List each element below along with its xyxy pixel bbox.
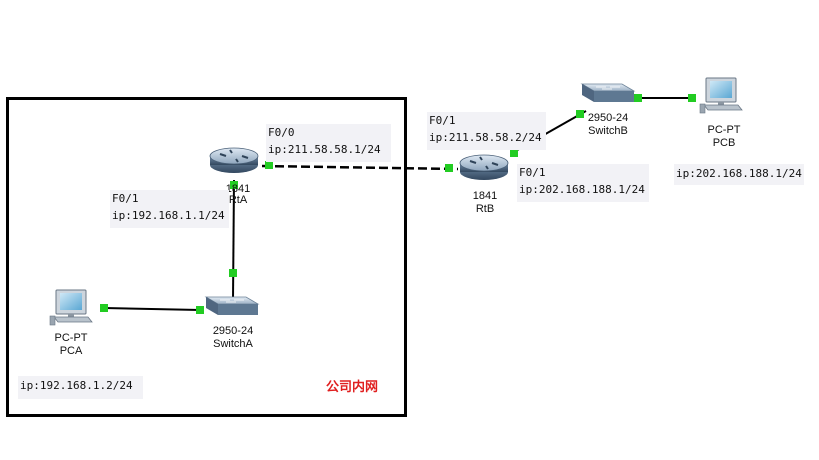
rtb-model: 1841 <box>472 190 498 202</box>
rtb-name: RtB <box>475 203 495 215</box>
status-light <box>196 306 204 314</box>
rtb-f01a-ip: ip:211.58.58.2/24 <box>429 131 542 144</box>
rtb-label: 1841 RtB <box>462 190 508 216</box>
link-rta-rtb <box>261 164 459 171</box>
pca-model: PC-PT <box>54 332 88 344</box>
pca-ip: ip:192.168.1.2/24 <box>18 376 143 399</box>
rtb-f01b-if: F0/1 <box>519 166 546 179</box>
status-light <box>634 94 642 102</box>
link-status-lights <box>100 94 696 314</box>
intranet-boundary <box>6 97 407 417</box>
rta-f00-if: F0/0 <box>268 126 295 139</box>
status-light <box>100 304 108 312</box>
router-icon[interactable] <box>459 154 509 181</box>
switchb-name: SwitchB <box>588 125 628 137</box>
rta-f00-label: F0/0 ip:211.58.58.1/24 <box>266 124 391 162</box>
status-light <box>265 161 273 169</box>
router-icon[interactable] <box>209 147 259 174</box>
switcha-model: 2950-24 <box>212 325 254 337</box>
rta-label: 1841 RtA <box>214 184 262 206</box>
intranet-area-label: 公司内网 <box>326 380 379 395</box>
rta-f00-ip: ip:211.58.58.1/24 <box>268 143 381 156</box>
pcb-name: PCB <box>712 137 736 149</box>
switchb-model: 2950-24 <box>587 112 629 124</box>
status-light <box>229 269 237 277</box>
switchb-label: 2950-24 SwitchB <box>576 112 640 138</box>
rtb-f01b-label: F0/1 ip:202.168.188.1/24 <box>517 164 649 202</box>
rta-f01-if: F0/1 <box>112 192 139 205</box>
switcha-name: SwitchA <box>213 338 253 350</box>
pc-icon[interactable] <box>49 289 93 326</box>
pcb-model: PC-PT <box>707 124 741 136</box>
status-light <box>510 149 518 157</box>
link-pca-switcha <box>103 307 201 311</box>
pca-name: PCA <box>59 345 83 357</box>
rtb-f01a-label: F0/1 ip:211.58.58.2/24 <box>427 112 546 150</box>
pc-icon[interactable] <box>699 77 743 114</box>
link-switcha-rta <box>232 179 235 301</box>
switch-icon[interactable] <box>581 83 635 103</box>
status-light <box>445 164 453 172</box>
pcb-label: PC-PT PCB <box>693 124 755 150</box>
rta-f01-label: F0/1 ip:192.168.1.1/24 <box>110 190 229 228</box>
status-light <box>576 110 584 118</box>
rta-model: 1841 <box>225 183 251 195</box>
rta-name: RtA <box>228 194 248 206</box>
switch-icon[interactable] <box>205 296 259 316</box>
pcb-ip: ip:202.168.188.1/24 <box>674 164 804 185</box>
rtb-f01b-ip: ip:202.168.188.1/24 <box>519 183 645 196</box>
rta-f01-ip: ip:192.168.1.1/24 <box>112 209 225 222</box>
rtb-f01a-if: F0/1 <box>429 114 456 127</box>
status-light <box>688 94 696 102</box>
pca-label: PC-PT PCA <box>40 332 102 358</box>
status-light <box>230 181 238 189</box>
switcha-label: 2950-24 SwitchA <box>200 325 266 351</box>
